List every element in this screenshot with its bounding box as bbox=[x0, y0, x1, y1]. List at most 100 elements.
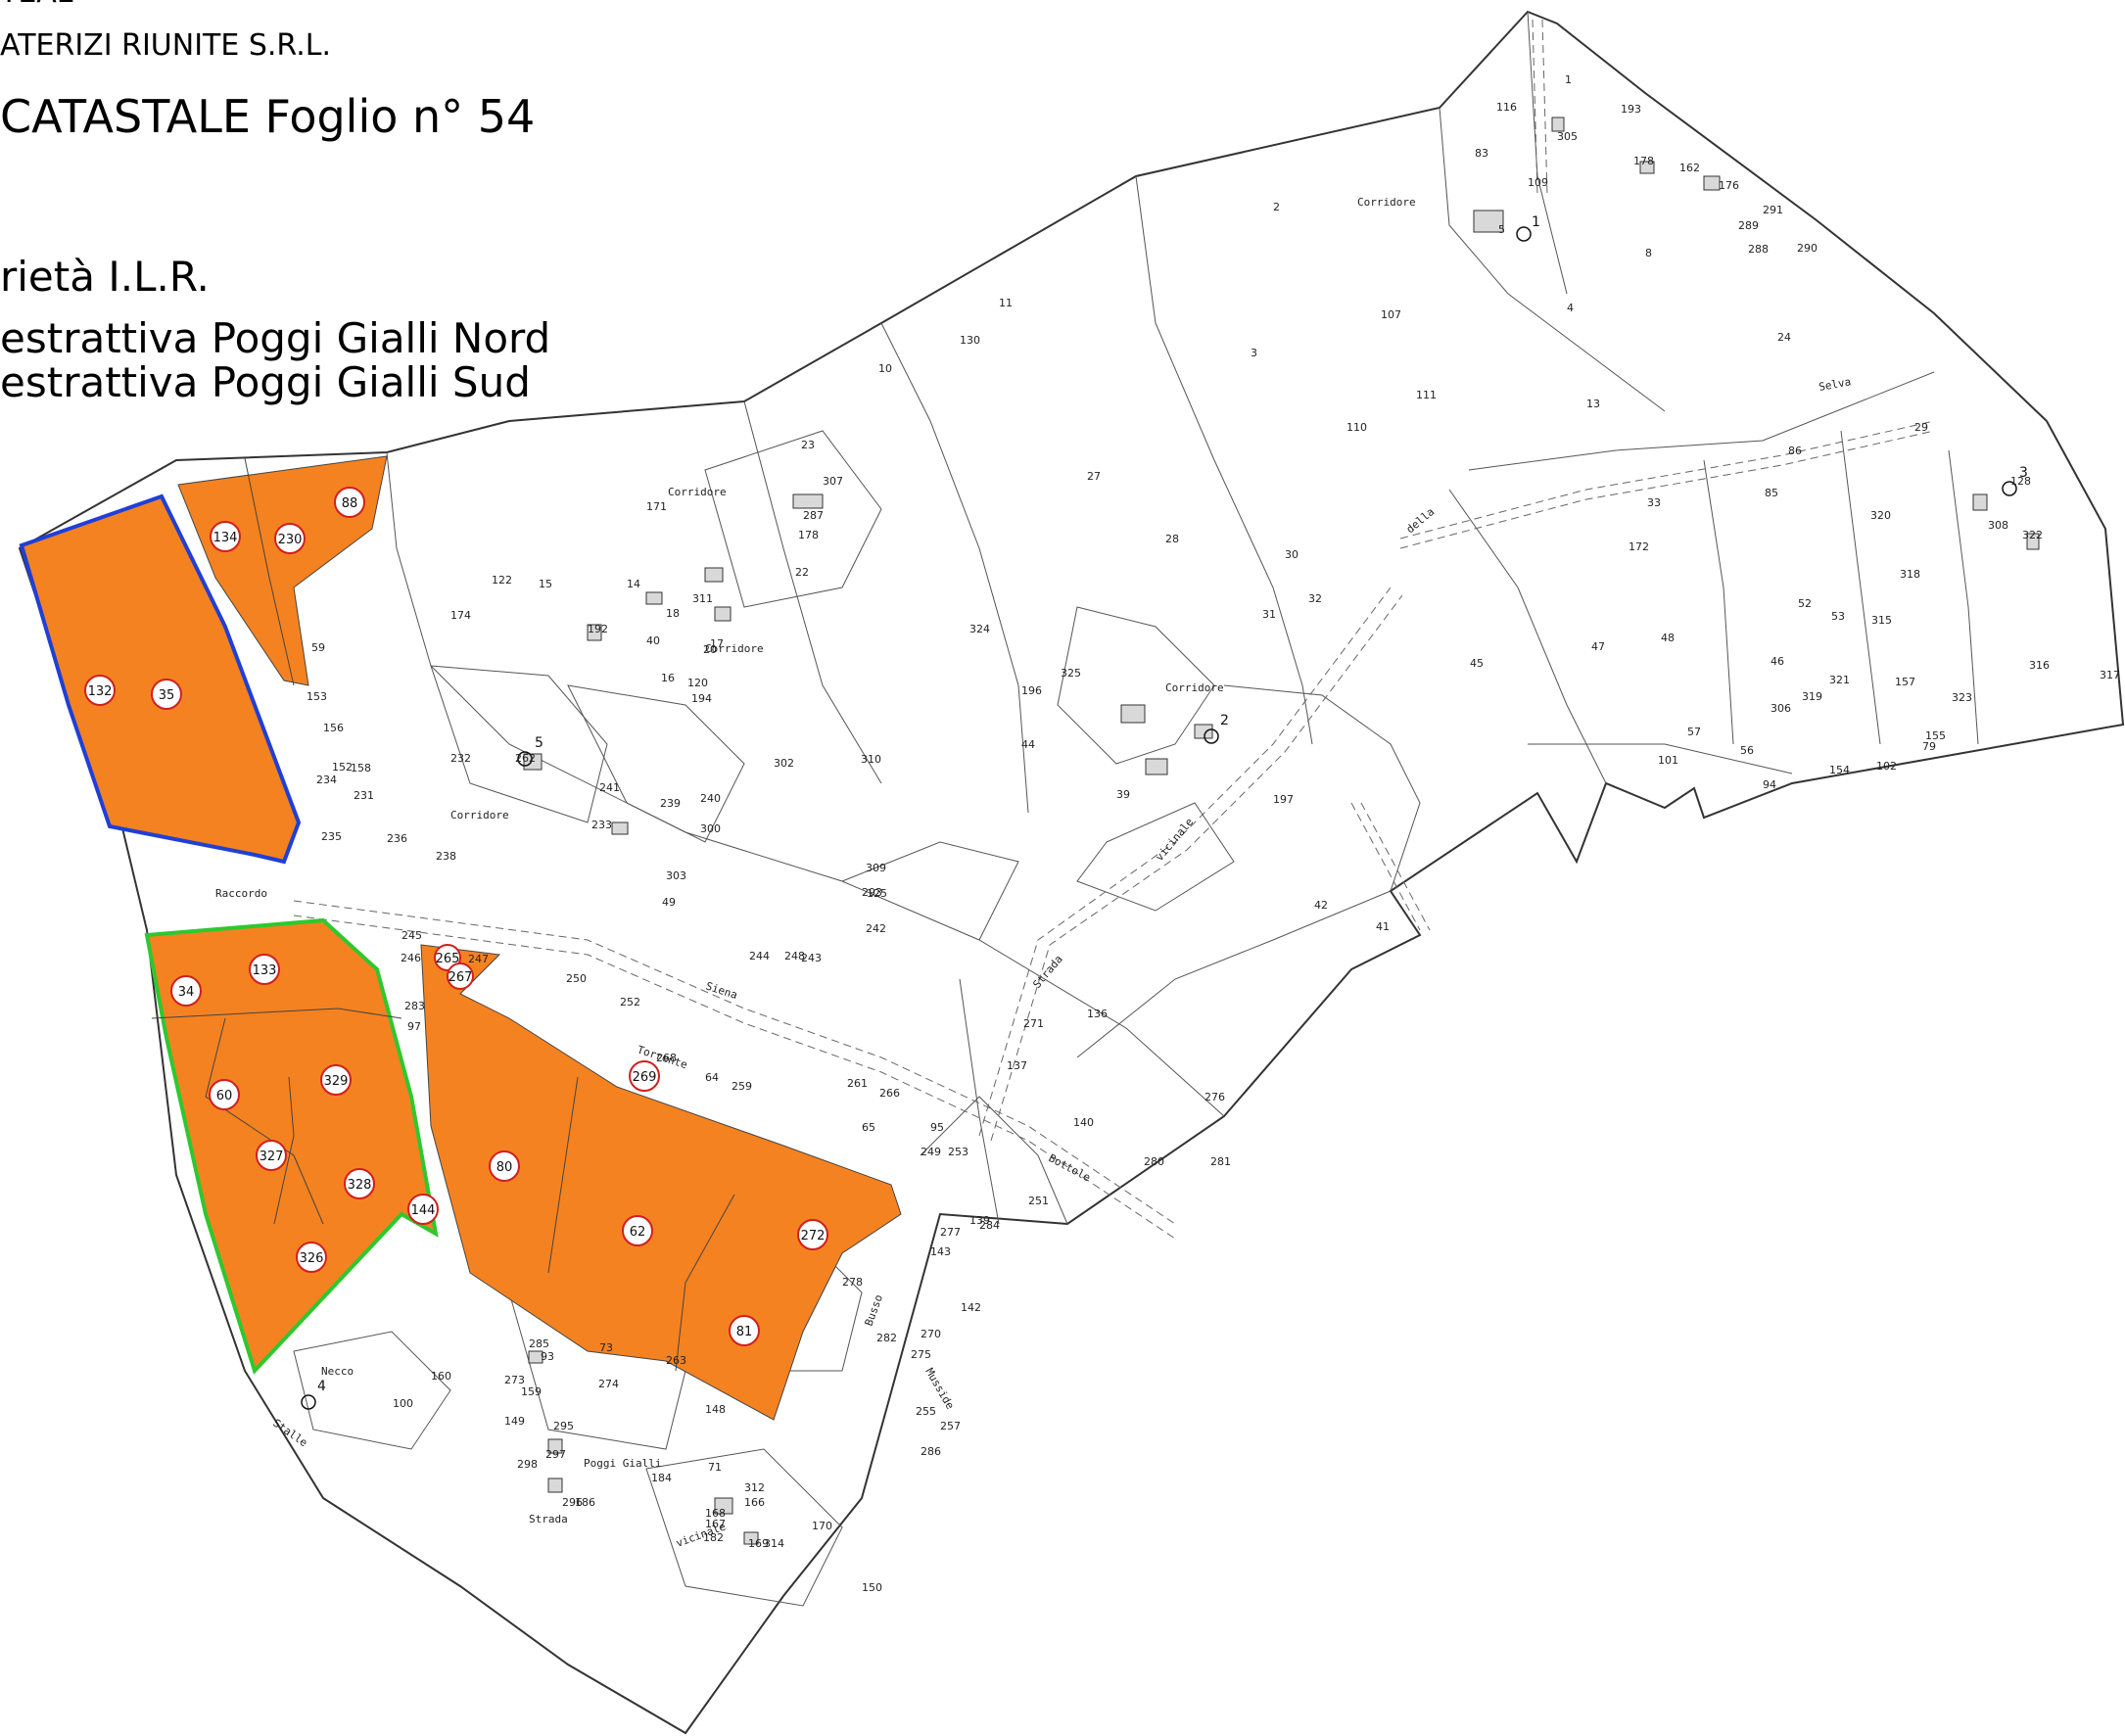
parcel-label: 257 bbox=[940, 1420, 961, 1432]
parcel-label: 44 bbox=[1021, 738, 1035, 751]
parcel-label: 291 bbox=[1763, 204, 1783, 216]
parcel-label: 280 bbox=[1144, 1155, 1164, 1168]
parcel-label: 274 bbox=[598, 1378, 619, 1390]
parcel-label: 311 bbox=[692, 592, 713, 605]
parcel-label: 153 bbox=[307, 690, 327, 703]
parcel-label: 111 bbox=[1416, 389, 1437, 401]
parcel-label: 307 bbox=[823, 475, 843, 488]
parcel-label: 193 bbox=[1621, 103, 1641, 116]
parcel-label: 46 bbox=[1771, 655, 1784, 668]
parcel-label: 3 bbox=[1251, 347, 1257, 359]
parcel-label: 128 bbox=[2010, 475, 2031, 488]
marker-number: 1 bbox=[1532, 214, 1540, 230]
place-names: Corridore Corridore Corridore Corridore … bbox=[215, 196, 1852, 1550]
parcel-label: 262 bbox=[515, 752, 536, 765]
parcel-label: 182 bbox=[703, 1531, 724, 1544]
parcel-label: 303 bbox=[666, 869, 686, 882]
parcel-label: 2 bbox=[1273, 201, 1280, 213]
place-name: della bbox=[1404, 505, 1438, 536]
parcel-label: 277 bbox=[940, 1226, 961, 1239]
parcel-label: 295 bbox=[553, 1420, 574, 1432]
parcel-label: 52 bbox=[1798, 597, 1812, 610]
parcel-label: 312 bbox=[744, 1481, 765, 1494]
parcel-label: 231 bbox=[354, 789, 374, 802]
parcel-label: 236 bbox=[387, 832, 407, 845]
parcel-label: 150 bbox=[862, 1581, 882, 1594]
parcel-label: 239 bbox=[660, 797, 681, 810]
parcel-label: 20 bbox=[703, 643, 717, 656]
parcel-number: 35 bbox=[159, 688, 175, 703]
parcel-label: 270 bbox=[921, 1328, 941, 1340]
place-name: Siena bbox=[704, 979, 739, 1002]
parcel-label: 32 bbox=[1308, 592, 1322, 605]
parcel-label: 143 bbox=[930, 1245, 951, 1258]
highlight-inner-lines bbox=[151, 457, 735, 1372]
parcel-label: 53 bbox=[1831, 610, 1845, 623]
parcel-label: 309 bbox=[866, 862, 886, 874]
parcel-label: 285 bbox=[529, 1337, 549, 1350]
marker-number: 2 bbox=[1220, 713, 1229, 728]
parcel-label: 157 bbox=[1895, 676, 1915, 688]
parcel-label: 300 bbox=[700, 822, 721, 835]
parcel-label: 273 bbox=[504, 1374, 525, 1386]
parcel-label: 263 bbox=[666, 1354, 686, 1367]
parcel-label: 83 bbox=[1475, 147, 1488, 160]
parcel-label: 158 bbox=[351, 762, 371, 774]
parcel-number: 132 bbox=[88, 684, 113, 699]
parcel-label: 154 bbox=[1829, 764, 1850, 776]
parcel-label: 178 bbox=[798, 529, 819, 541]
parcel-label: 65 bbox=[862, 1121, 875, 1134]
parcel-area-top[interactable] bbox=[177, 455, 388, 686]
parcel-label: 159 bbox=[521, 1385, 542, 1398]
parcel-number: 133 bbox=[253, 963, 277, 978]
parcel-label: 28 bbox=[1165, 533, 1179, 545]
ownership-label: rietà I.L.R. bbox=[0, 253, 210, 301]
parcel-number: 269 bbox=[633, 1070, 657, 1085]
parcel-label: 29 bbox=[1914, 421, 1928, 434]
parcel-label: 288 bbox=[1748, 243, 1769, 256]
parcel-area-center[interactable] bbox=[420, 944, 902, 1421]
parcel-label: 308 bbox=[1988, 519, 2008, 532]
parcel-number: 81 bbox=[736, 1325, 753, 1339]
parcel-label: 276 bbox=[1204, 1091, 1225, 1103]
parcel-label: 109 bbox=[1528, 176, 1548, 189]
marker-number: 5 bbox=[535, 735, 543, 751]
parcel-label: 249 bbox=[921, 1146, 941, 1158]
parcel-label: 15 bbox=[539, 578, 552, 590]
survey-markers bbox=[301, 226, 2017, 1410]
parcel-label: 322 bbox=[2022, 529, 2043, 541]
parcel-label: 170 bbox=[812, 1520, 832, 1532]
place-name: Corridore bbox=[668, 486, 727, 498]
parcel-label: 302 bbox=[774, 757, 794, 770]
place-name: Corridore bbox=[1165, 681, 1224, 694]
parcel-label: 1 bbox=[1565, 73, 1572, 86]
parcel-label: 316 bbox=[2029, 659, 2050, 672]
parcel-label: 234 bbox=[316, 774, 337, 786]
parcel-label: 102 bbox=[1876, 760, 1897, 773]
parcel-label: 155 bbox=[1925, 729, 1946, 742]
parcel-label: 162 bbox=[1679, 162, 1700, 174]
parcel-label: 246 bbox=[401, 952, 421, 964]
parcel-label: 93 bbox=[541, 1350, 554, 1363]
place-name: Corridore bbox=[1357, 196, 1416, 209]
parcel-label: 137 bbox=[1007, 1059, 1027, 1072]
parcel-label: 233 bbox=[591, 819, 612, 831]
parcel-label: 235 bbox=[321, 830, 342, 843]
place-name: vicinale bbox=[1153, 816, 1196, 864]
parcel-label: 318 bbox=[1900, 568, 1920, 581]
parcel-label: 8 bbox=[1645, 247, 1652, 259]
parcel-area-nord[interactable] bbox=[19, 493, 302, 865]
parcel-label: 57 bbox=[1687, 726, 1701, 738]
parcel-label: 186 bbox=[575, 1496, 595, 1509]
parcel-label: 196 bbox=[1021, 684, 1042, 697]
sheet-boundary bbox=[18, 10, 2125, 1735]
parcel-label: 73 bbox=[599, 1341, 613, 1354]
parcel-number: 327 bbox=[260, 1150, 284, 1164]
parcel-label: 319 bbox=[1802, 690, 1822, 703]
parcel-label: 290 bbox=[1797, 242, 1818, 255]
parcel-label: 95 bbox=[930, 1121, 944, 1134]
parcel-label: 197 bbox=[1273, 793, 1294, 806]
parcel-number: 60 bbox=[216, 1089, 233, 1103]
parcel-label: 41 bbox=[1376, 920, 1390, 933]
parcel-label: 18 bbox=[666, 607, 680, 620]
